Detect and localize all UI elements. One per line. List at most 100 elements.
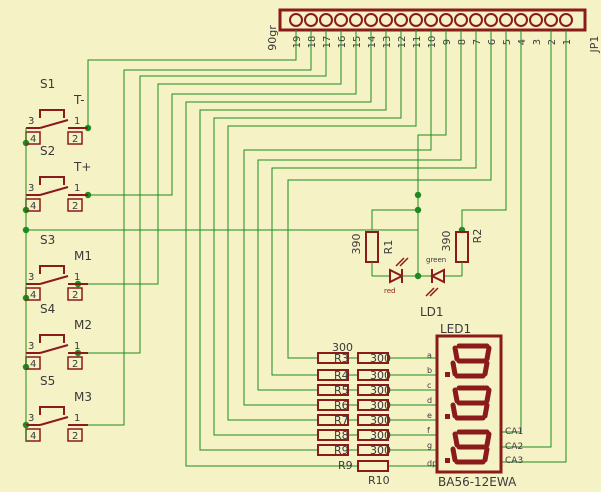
led-green-arrows [425, 287, 439, 297]
header-pin [439, 13, 453, 27]
segment [450, 446, 458, 463]
resistor-body [317, 414, 349, 426]
segment-pin-label: d [427, 396, 432, 405]
switch-pin-4: 4 [30, 359, 36, 370]
led-red-diode [389, 268, 405, 284]
wire-pin17 [78, 30, 327, 354]
header-pin-label: 18 [307, 36, 318, 49]
resistor-body-overlap [357, 399, 389, 411]
header-pin-label: 6 [487, 39, 498, 45]
resistor-body-overlap [357, 369, 389, 381]
switch-pin-2: 2 [72, 431, 78, 442]
segment-pin-label: g [427, 441, 432, 450]
switch-lever [39, 344, 69, 354]
header-pin [469, 13, 483, 27]
digit [445, 343, 492, 379]
switch-pin-1: 1 [74, 183, 80, 194]
header-pin-label: 5 [502, 39, 513, 45]
segment [484, 431, 492, 448]
segment-pin-label: a [427, 351, 432, 360]
wire-common-bus [26, 195, 419, 231]
header-pin [364, 13, 378, 27]
switch-name: S3 [40, 233, 55, 247]
wire-pin18 [78, 30, 312, 426]
junction-dot [414, 191, 422, 199]
switch-pin-3: 3 [28, 341, 34, 352]
switch-pin-box-right [67, 198, 83, 212]
switch-pin-1: 1 [74, 272, 80, 283]
switch-pin-4: 4 [30, 134, 36, 145]
switch-pin-1: 1 [74, 116, 80, 127]
digit [445, 385, 492, 421]
header-body [278, 8, 587, 32]
decimal-point [445, 372, 450, 377]
header-pin [514, 13, 528, 27]
segment [450, 360, 458, 377]
header-pin-label: 19 [292, 36, 303, 49]
switch-pin-box-right [67, 287, 83, 301]
resistor-name: R6 [334, 399, 349, 412]
segment [452, 345, 460, 362]
digit [445, 429, 492, 465]
r1-body [365, 231, 379, 263]
segment [482, 402, 490, 419]
switch-pin-2: 2 [72, 290, 78, 301]
header-pin [334, 13, 348, 27]
header-pin-label: 9 [442, 39, 453, 45]
wire-pin5 [461, 30, 507, 230]
header-pin-label: 4 [517, 39, 528, 45]
r2-value: 390 [440, 231, 453, 252]
resistor-body [317, 444, 349, 456]
common-pin-label: CA2 [505, 442, 523, 452]
segment [452, 387, 460, 404]
resistor-body [317, 352, 349, 364]
header-pin [499, 13, 513, 27]
header-pin-label: 17 [322, 36, 333, 49]
wire-pin13 [199, 30, 387, 451]
header-pin [319, 13, 333, 27]
display-body [435, 334, 503, 474]
header-pin [424, 13, 438, 27]
switch-pin-3: 3 [28, 183, 34, 194]
switch-pin-4: 4 [30, 290, 36, 301]
switch-lever [39, 416, 69, 426]
resistor-body-dp [357, 460, 389, 472]
resistor-name: R9 [334, 444, 349, 457]
wire-pin10 [243, 30, 432, 406]
led-name: LD1 [420, 305, 444, 319]
header-pin-label: 16 [337, 36, 348, 49]
switch-pin-2: 2 [72, 359, 78, 370]
switch-lever [39, 275, 69, 285]
header-pin-label: 13 [382, 36, 393, 49]
switch-label: M1 [74, 249, 92, 263]
switch-pin-1: 1 [74, 413, 80, 424]
header-pin-label: 12 [397, 36, 408, 49]
resistor-body-overlap [357, 414, 389, 426]
switch-actuator [39, 265, 65, 274]
header-pin-label: 11 [412, 36, 423, 49]
r2-body [455, 231, 469, 263]
resistor-body-overlap [357, 444, 389, 456]
led-ld1: red green LD1 [372, 256, 462, 319]
segment-pin-label: dp [427, 459, 437, 468]
header-pin-label: 14 [367, 36, 378, 49]
resistor-body [317, 399, 349, 411]
header-pins [289, 13, 573, 27]
header-pin [304, 13, 318, 27]
led-green-label: green [426, 256, 446, 264]
switch-name: S5 [40, 374, 55, 388]
header-wires [25, 30, 567, 467]
resistor-value: 300 [370, 414, 391, 427]
switch-pin-box-right [67, 356, 83, 370]
wire-r1-top [371, 209, 418, 230]
